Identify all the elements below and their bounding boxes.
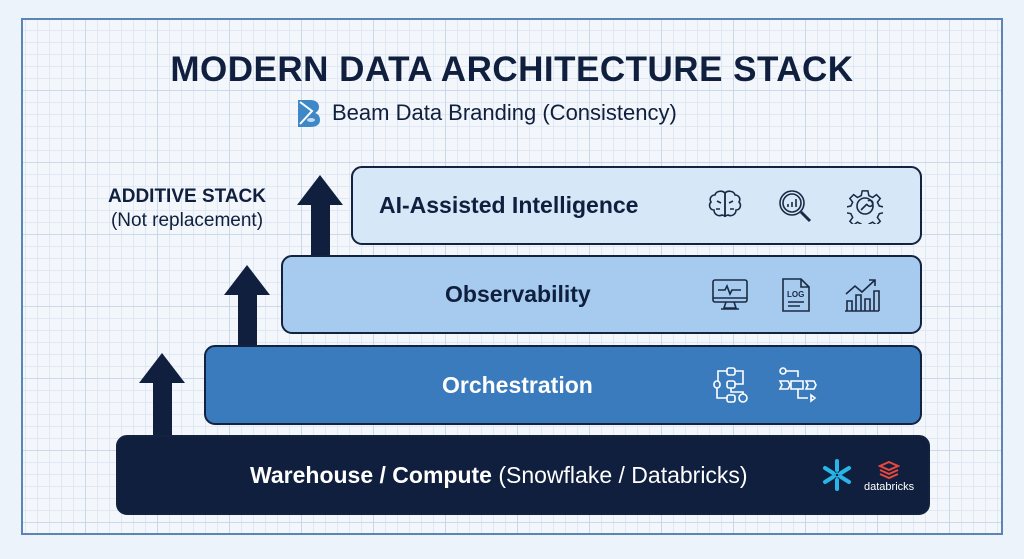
layer-label: Observability bbox=[445, 281, 591, 307]
layer-label-main: Warehouse / Compute bbox=[250, 461, 492, 488]
layer-orchestration: Orchestration bbox=[204, 345, 922, 425]
up-arrow-icon bbox=[139, 353, 185, 437]
additive-stack-note: ADDITIVE STACK (Not replacement) bbox=[92, 186, 282, 232]
databricks-wordmark: databricks bbox=[864, 480, 915, 493]
monitor-pulse-icon bbox=[712, 278, 748, 310]
layer-observability: Observability LOG bbox=[281, 255, 922, 334]
gear-wrench-icon bbox=[847, 189, 883, 224]
search-chart-icon bbox=[779, 189, 812, 222]
brand-name: Beam Data Branding bbox=[332, 100, 537, 125]
page-title: MODERN DATA ARCHITECTURE STACK bbox=[170, 50, 854, 89]
growth-chart-icon bbox=[845, 278, 880, 312]
layer-label: Warehouse / Compute (Snowflake / Databri… bbox=[250, 462, 748, 489]
snowflake-logo-icon bbox=[823, 459, 851, 491]
up-arrow-icon bbox=[224, 265, 270, 347]
brand-note: (Consistency) bbox=[542, 100, 677, 125]
layer-label-extra: (Snowflake / Databricks) bbox=[498, 461, 748, 488]
layer-label: AI-Assisted Intelligence bbox=[379, 192, 639, 218]
brain-icon bbox=[708, 189, 742, 217]
svg-text:LOG: LOG bbox=[787, 290, 804, 299]
beam-logo-icon bbox=[298, 100, 320, 127]
workflow-icon bbox=[713, 367, 748, 403]
layer-ai-intelligence: AI-Assisted Intelligence bbox=[351, 166, 922, 245]
databricks-layers-icon bbox=[878, 460, 901, 479]
note-sub: (Not replacement) bbox=[110, 210, 264, 231]
note-heading: ADDITIVE STACK bbox=[108, 186, 266, 207]
pipeline-icon bbox=[778, 367, 817, 403]
databricks-logo: databricks bbox=[864, 460, 914, 493]
subtitle: Beam Data Branding (Consistency) bbox=[296, 98, 677, 128]
layer-warehouse-compute: Warehouse / Compute (Snowflake / Databri… bbox=[116, 435, 930, 515]
log-file-icon: LOG bbox=[782, 277, 810, 312]
layer-label: Orchestration bbox=[442, 371, 593, 398]
up-arrow-icon bbox=[297, 175, 343, 257]
